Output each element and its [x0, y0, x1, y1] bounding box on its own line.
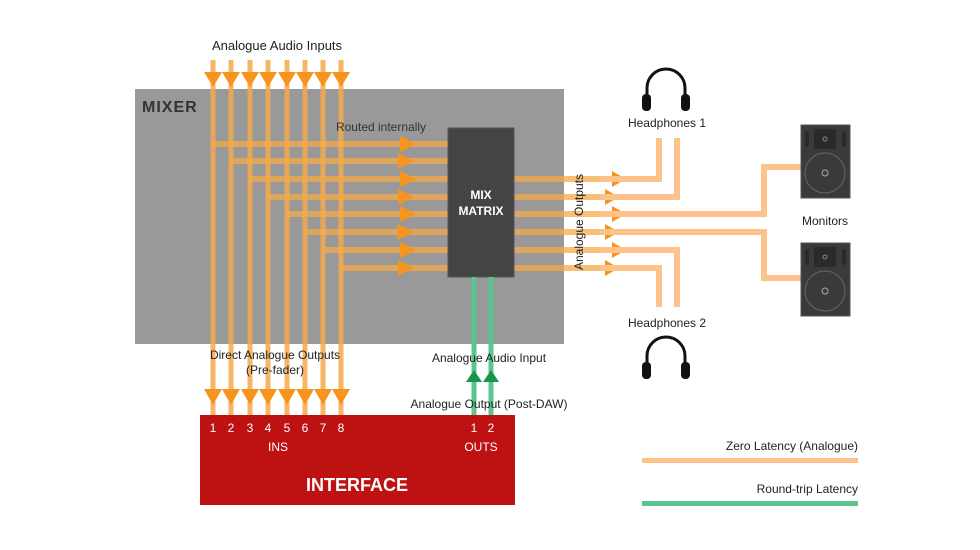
headphones-1-label: Headphones 1 [628, 116, 706, 130]
direct-output-arrow [222, 389, 240, 405]
ins-number: 5 [284, 421, 291, 435]
mix-matrix-label-1: MIX [470, 188, 491, 202]
outs-number: 1 [471, 421, 478, 435]
direct-output-arrow [314, 389, 332, 405]
legend-round-trip-label: Round-trip Latency [757, 482, 858, 496]
outs-number: 2 [488, 421, 495, 435]
legend-round-trip-swatch [642, 501, 858, 506]
destination-route-line [600, 138, 680, 200]
input-arrow [278, 72, 296, 87]
headphones-2-icon [642, 335, 690, 379]
round-trip-arrow [483, 370, 499, 382]
direct-output-arrow [204, 389, 222, 405]
legend: Zero Latency (Analogue) Round-trip Laten… [642, 439, 858, 506]
headphones-2-label: Headphones 2 [628, 316, 706, 330]
round-trip-lines [466, 277, 499, 415]
destination-route-line [600, 229, 801, 281]
direct-output-arrow [332, 389, 350, 405]
analogue-outputs-label: Analogue Outputs [572, 174, 586, 270]
input-arrow [332, 72, 350, 87]
direct-output-arrow [259, 389, 277, 405]
analogue-audio-input-label: Analogue Audio Input [432, 351, 547, 365]
headphones-1-icon [642, 67, 690, 111]
monitors-label: Monitors [802, 214, 848, 228]
ins-label: INS [268, 440, 288, 454]
analogue-output-post-daw-label: Analogue Output (Post-DAW) [411, 397, 568, 411]
ins-number: 8 [338, 421, 345, 435]
internal-route-arrow [400, 242, 416, 258]
input-arrow [296, 72, 314, 87]
interface-label: INTERFACE [306, 475, 408, 495]
direct-output-arrow [278, 389, 296, 405]
input-arrow [259, 72, 277, 87]
outs-label: OUTS [464, 440, 497, 454]
destination-route-line [600, 138, 662, 182]
input-arrow [241, 72, 259, 87]
routed-internally-label: Routed internally [336, 120, 426, 134]
ins-number: 1 [210, 421, 217, 435]
mix-matrix-box [447, 127, 515, 278]
internal-route-arrow [398, 189, 414, 205]
destination-route-line [600, 247, 680, 307]
pre-fader-label: (Pre-fader) [246, 363, 304, 377]
input-arrow [222, 72, 240, 87]
internal-route-arrow [400, 136, 416, 152]
ins-number: 2 [228, 421, 235, 435]
internal-route-arrow [398, 153, 414, 169]
ins-number: 4 [265, 421, 272, 435]
direct-output-arrow [296, 389, 314, 405]
monitor-speaker-bottom-icon [800, 242, 851, 317]
internal-route-arrow [400, 171, 416, 187]
monitor-speaker-top-icon [800, 124, 851, 199]
mix-matrix-label-2: MATRIX [458, 204, 503, 218]
interface-box [200, 415, 515, 505]
analogue-audio-inputs-label: Analogue Audio Inputs [212, 38, 343, 53]
input-lines [204, 60, 350, 415]
round-trip-arrow [466, 370, 482, 382]
destination-route-line [600, 265, 662, 307]
direct-output-arrow [241, 389, 259, 405]
mixer-label: MIXER [142, 99, 198, 116]
input-arrow [204, 72, 222, 87]
input-arrow [314, 72, 332, 87]
internal-route-arrow [398, 260, 414, 276]
ins-number: 3 [247, 421, 254, 435]
internal-route-arrow [398, 224, 414, 240]
output-lines [514, 138, 801, 307]
ins-number: 7 [320, 421, 327, 435]
internal-route-arrow [400, 206, 416, 222]
legend-zero-latency-swatch [642, 458, 858, 463]
destination-route-line [600, 164, 801, 217]
direct-outputs-label: Direct Analogue Outputs [210, 348, 340, 362]
ins-number: 6 [302, 421, 309, 435]
legend-zero-latency-label: Zero Latency (Analogue) [726, 439, 858, 453]
